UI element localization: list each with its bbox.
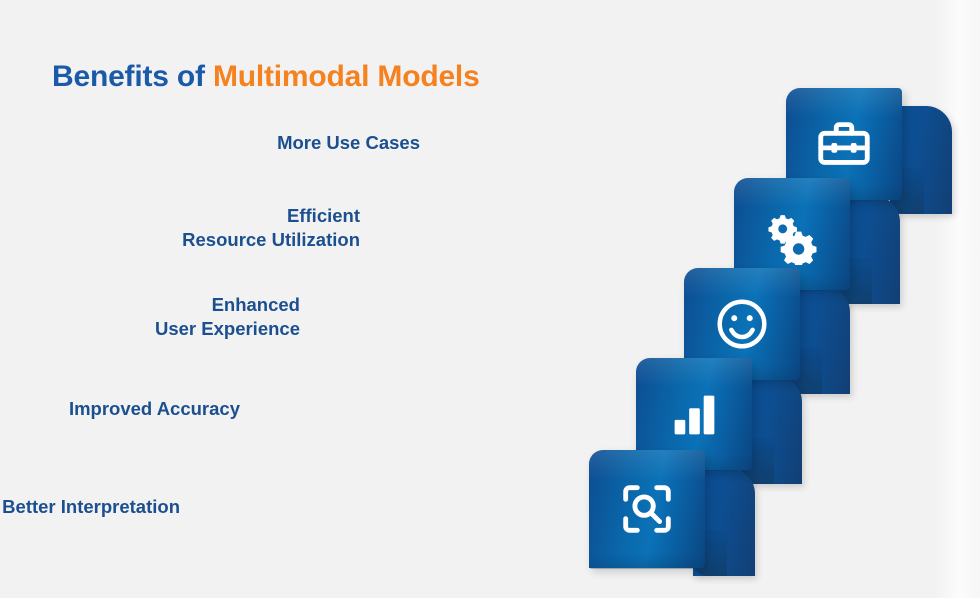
bar-chart-icon (663, 383, 725, 445)
step-label-better-interpretation: Better Interpretation (2, 496, 180, 517)
page-title-primary: Benefits of (52, 60, 213, 94)
step-label-improved-accuracy: Improved Accuracy (68, 398, 240, 419)
smiley-face-icon (711, 293, 773, 355)
step-label-more-use-cases: More Use Cases (277, 132, 420, 153)
page-title: Benefits of Multimodal Models (52, 60, 480, 94)
step-label-enhanced-user-experience: Enhanced User Experience (154, 294, 300, 340)
step-card-more-use-cases[interactable] (786, 88, 952, 214)
scan-search-icon (616, 478, 678, 540)
toolbox-icon (813, 113, 875, 175)
step-label-efficient-resource-utilization: Efficient Resource Utilization (182, 205, 360, 251)
step-card-better-interpretation[interactable] (589, 450, 755, 576)
step-panel-better-interpretation (589, 450, 705, 569)
page-title-accent: Multimodal Models (212, 60, 480, 94)
gears-icon (761, 203, 823, 265)
